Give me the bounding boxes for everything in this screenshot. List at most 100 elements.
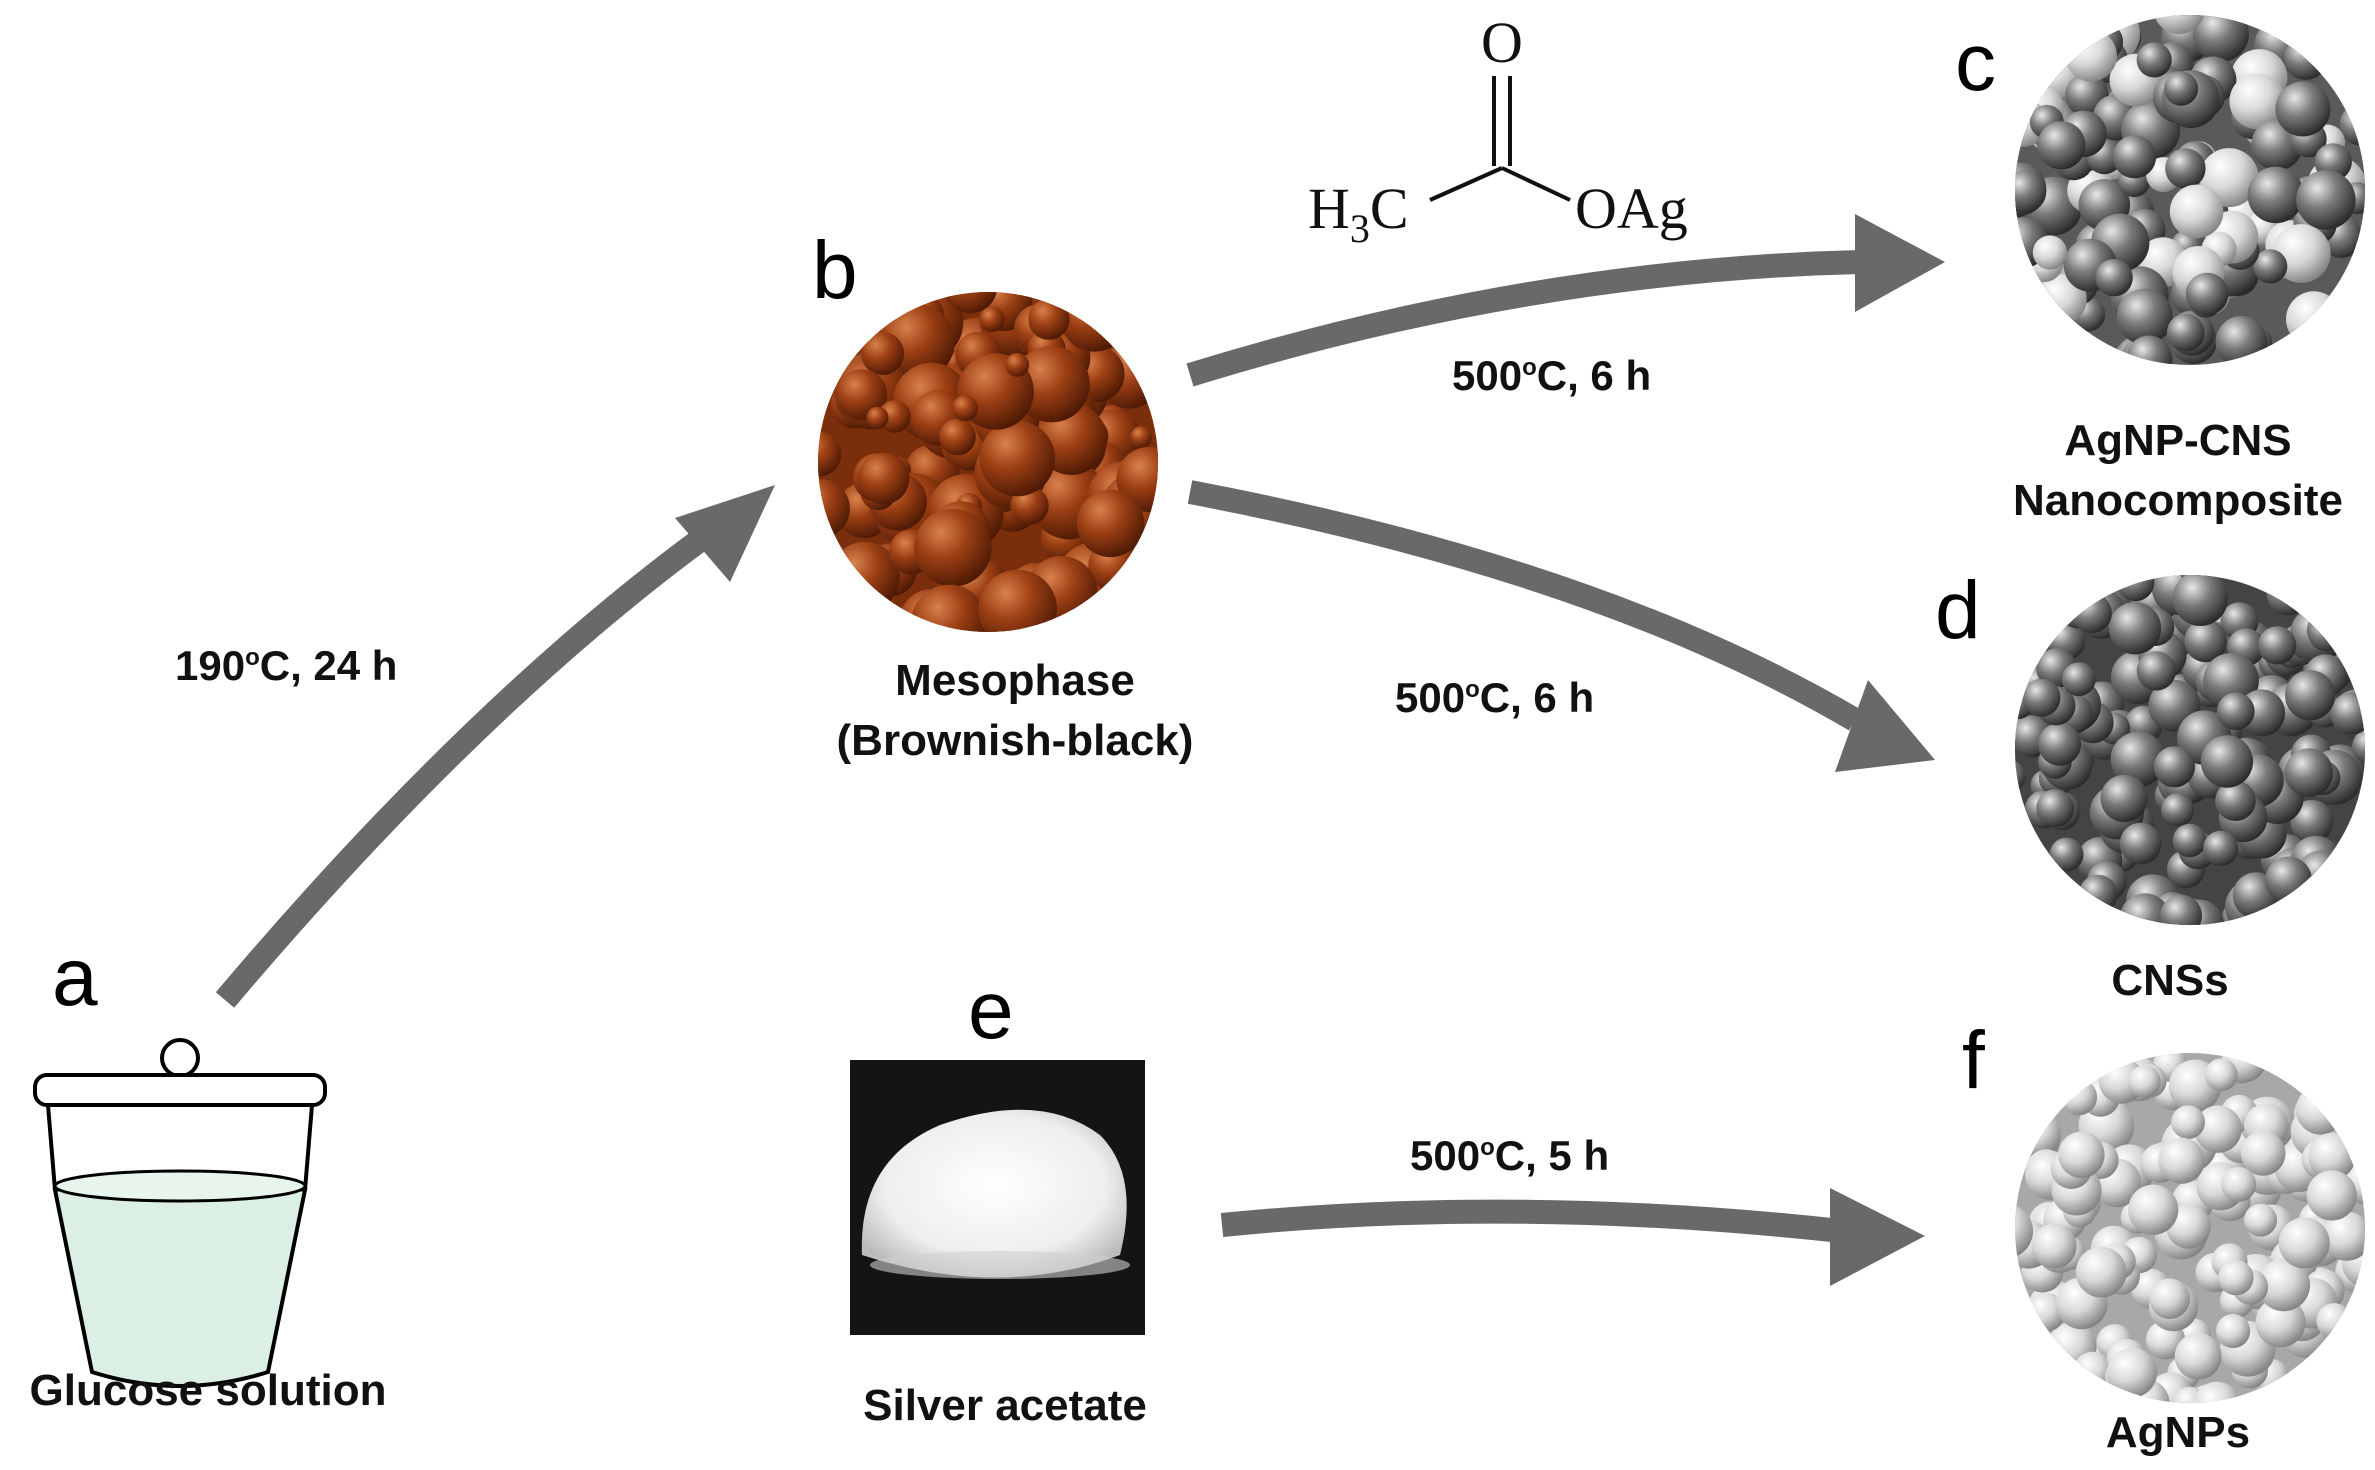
particle (2193, 6, 2249, 62)
particle (2004, 170, 2046, 212)
particle (2023, 679, 2061, 717)
particle (2158, 1138, 2204, 1184)
caption-nanocomposite: Nanocomposite (2013, 476, 2343, 525)
condition-b-to-c: 500oC, 6 h (1452, 352, 1651, 399)
methyl-group: H3C (1308, 176, 1409, 251)
arrow-b-to-d (1190, 492, 1935, 772)
particle (1979, 1204, 2034, 1259)
particle (2248, 167, 2304, 223)
caption-agnps: AgNPs (2106, 1408, 2250, 1457)
particle (911, 585, 987, 661)
particle (2258, 626, 2296, 664)
particle (2065, 30, 2117, 82)
arrow-a-to-b (225, 485, 775, 1000)
particle (2205, 1058, 2238, 1091)
particle (2216, 1314, 2250, 1348)
particle (2279, 1217, 2330, 1268)
particle (2072, 593, 2112, 633)
particle (2037, 121, 2085, 169)
oxygen-atom: O (1481, 10, 1523, 75)
silver-acetate-structure: O H3C OAg (1308, 10, 1688, 251)
particle (2173, 571, 2228, 626)
condition-a-to-b: 190oC, 24 h (175, 642, 397, 689)
particle (979, 421, 1055, 497)
particle (2296, 1085, 2345, 1134)
particle (2275, 82, 2330, 137)
panel-letter-b: b (812, 225, 858, 316)
particle (2128, 1185, 2178, 1235)
particle (2128, 1065, 2160, 1097)
silver-acetate-photo (850, 1060, 1145, 1335)
particle (2165, 148, 2205, 188)
caption-agnp-cns: AgNP-CNS (2064, 416, 2291, 465)
particle (2267, 573, 2309, 615)
particle (2241, 1131, 2286, 1176)
particle (867, 407, 889, 429)
particle (2161, 793, 2194, 826)
particle (2244, 1204, 2277, 1237)
cns-particles (1994, 548, 2375, 951)
particle (2137, 651, 2176, 690)
particle (2062, 662, 2096, 696)
condition-e-to-f: 500oC, 5 h (1410, 1132, 1609, 1179)
particle (2058, 1132, 2104, 1178)
particle (2076, 1247, 2127, 1298)
particle (2127, 336, 2172, 381)
particle (2308, 615, 2344, 651)
particle (939, 419, 976, 456)
particle (2137, 42, 2172, 77)
particle (2307, 1170, 2357, 1220)
particle (797, 432, 842, 477)
panel-letter-d: d (1935, 565, 1981, 656)
particle (2160, 895, 2202, 937)
particle (2164, 72, 2198, 106)
particle (979, 307, 1004, 332)
particle (2173, 824, 2207, 858)
particle (2033, 235, 2067, 269)
particle (2171, 1105, 2205, 1139)
panel-letter-c: c (1955, 17, 1996, 108)
particle (2167, 314, 2205, 352)
arrow-b-to-c (1190, 214, 1945, 375)
particle (2330, 692, 2372, 734)
particle (2038, 723, 2081, 766)
particle (1994, 760, 2026, 792)
particle (2079, 875, 2117, 913)
particle (2036, 789, 2074, 827)
particle (2217, 692, 2255, 730)
particle (2101, 775, 2148, 822)
particle (2316, 1303, 2352, 1339)
caption-glucose-solution: Glucose solution (30, 1366, 387, 1415)
particle (2296, 170, 2355, 229)
particle (2221, 1167, 2256, 1202)
particle (2265, 857, 2312, 904)
particle (791, 479, 850, 538)
caption-mesophase-color: (Brownish-black) (837, 716, 1194, 765)
panel-letter-a: a (52, 932, 98, 1023)
crucible-illustration (35, 1040, 325, 1386)
particle (952, 395, 978, 421)
particle (1130, 426, 1152, 448)
agnp-cns-nanocomposite-particles (1990, 0, 2375, 387)
panel-letter-f: f (1962, 1015, 1985, 1106)
particle (2203, 831, 2238, 866)
particle (944, 259, 998, 313)
particle (2107, 1348, 2157, 1398)
particle (2113, 135, 2156, 178)
particle (2095, 259, 2132, 296)
particle (2061, 1079, 2097, 1115)
particle (2286, 291, 2342, 347)
particle (2032, 1224, 2077, 1269)
particle (2117, 564, 2154, 601)
mesophase-particles (791, 259, 1182, 660)
arrow-e-to-f (1222, 1188, 1925, 1286)
particle (2285, 748, 2333, 796)
caption-mesophase: Mesophase (895, 656, 1135, 705)
particle (2170, 185, 2224, 239)
silver-oxy-group: OAg (1575, 176, 1688, 241)
particle (2285, 670, 2335, 720)
particle (2016, 1112, 2061, 1157)
particle (2186, 273, 2229, 316)
panel-letter-e: e (968, 965, 1014, 1056)
